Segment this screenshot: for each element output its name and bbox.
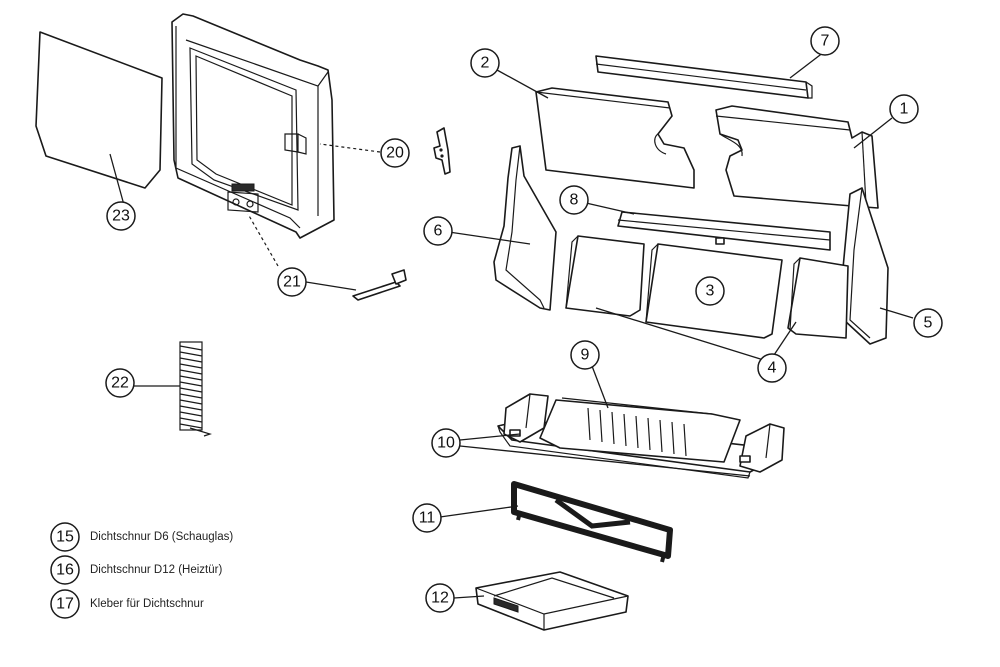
part-6-left-side-brick — [493, 145, 557, 311]
legend: 15 Dichtschnur D6 (Schauglas) 16 Dichtsc… — [50, 522, 233, 619]
part-9-grate — [539, 397, 741, 463]
legend-number: 17 — [56, 596, 74, 613]
callout-1: 1 — [889, 94, 919, 124]
callout-8-label: 8 — [570, 192, 579, 209]
callout-2-label: 2 — [481, 55, 490, 72]
legend-item: 16 Dichtschnur D12 (Heiztür) — [50, 555, 222, 585]
legend-text: Kleber für Dichtschnur — [90, 598, 204, 610]
callout-3: 3 — [695, 276, 725, 306]
callout-11-label: 11 — [419, 510, 436, 527]
callout-10-label: 10 — [437, 435, 455, 452]
callout-10: 10 — [431, 428, 461, 458]
callout-7: 7 — [810, 26, 840, 56]
callout-20: 20 — [380, 138, 410, 168]
legend-text: Dichtschnur D6 (Schauglas) — [90, 531, 233, 543]
part-7-top-strip — [595, 55, 813, 99]
callout-1-label: 1 — [900, 101, 909, 118]
callout-11: 11 — [412, 503, 442, 533]
part-4-left-back-brick — [565, 235, 645, 317]
legend-number: 16 — [56, 562, 74, 579]
callout-22-label: 22 — [111, 375, 129, 392]
part-23-glass-pane — [35, 31, 163, 189]
callout-21-label: 21 — [283, 274, 301, 291]
callout-7-label: 7 — [821, 33, 830, 50]
callout-20-label: 20 — [386, 145, 404, 162]
callout-21: 21 — [277, 267, 307, 297]
callout-12: 12 — [425, 583, 455, 613]
legend-item: 17 Kleber für Dichtschnur — [50, 589, 204, 619]
callout-22: 22 — [105, 368, 135, 398]
legend-number: 15 — [56, 529, 74, 546]
legend-item: 15 Dichtschnur D6 (Schauglas) — [50, 522, 233, 552]
callout-12-label: 12 — [431, 590, 449, 607]
callout-3-label: 3 — [706, 283, 715, 300]
legend-text: Dichtschnur D12 (Heiztür) — [90, 564, 222, 576]
callout-5: 5 — [913, 308, 943, 338]
part-12-ash-tray — [475, 571, 629, 631]
callout-23: 23 — [106, 201, 136, 231]
callout-4: 4 — [757, 353, 787, 383]
callout-5-label: 5 — [924, 315, 933, 332]
door-frame — [171, 13, 335, 239]
part-2-left-top-plate — [535, 87, 695, 189]
callout-6-label: 6 — [434, 223, 443, 240]
leader-lines — [109, 51, 914, 599]
part-22-spring — [179, 341, 212, 437]
part-20-latch — [433, 127, 451, 175]
part-21-lever — [352, 269, 407, 301]
part-4-right-back-brick — [787, 257, 849, 339]
callout-8: 8 — [559, 185, 589, 215]
callout-23-label: 23 — [112, 208, 130, 225]
part-11-ash-grid — [511, 481, 673, 563]
callout-2: 2 — [470, 48, 500, 78]
callout-6: 6 — [423, 216, 453, 246]
callout-9-label: 9 — [581, 347, 590, 364]
callout-4-label: 4 — [768, 360, 777, 377]
part-8-baffle-strip — [617, 211, 831, 251]
callout-9: 9 — [570, 340, 600, 370]
